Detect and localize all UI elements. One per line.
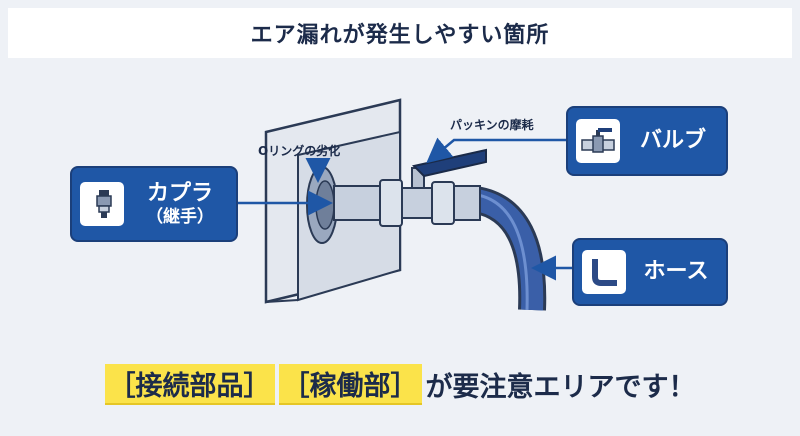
arrow-valve <box>426 137 566 164</box>
page-title: エア漏れが発生しやすい箇所 <box>250 23 550 48</box>
callout-valve-label: バルブ <box>639 127 706 153</box>
flange <box>306 166 338 244</box>
callout-valve: バルブ <box>566 106 728 176</box>
valve-icon <box>576 119 620 163</box>
highlight-connection-parts: ［接続部品］ <box>104 364 275 405</box>
valve-handle <box>412 148 487 178</box>
callout-coupler: カプラ （継手） <box>70 166 238 242</box>
coupler-icon <box>80 182 124 226</box>
hose-icon <box>582 250 626 294</box>
highlight-moving-parts: ［稼働部］ <box>278 364 422 405</box>
packing-label: パッキンの摩耗 <box>450 118 534 132</box>
callout-hose: ホース <box>572 238 728 306</box>
message-rest: が要注意エリアです！ <box>425 372 696 403</box>
bottom-message: ［接続部品］ ［稼働部］ が要注意エリアです！ <box>0 364 800 405</box>
oring-label: Oリングの劣化 <box>258 144 341 158</box>
callout-coupler-label: カプラ <box>146 180 213 206</box>
callout-hose-label: ホース <box>643 258 709 284</box>
callout-coupler-sub: （継手） <box>146 207 214 227</box>
valve-assembly <box>333 148 487 227</box>
title-bar: エア漏れが発生しやすい箇所 <box>8 8 792 58</box>
